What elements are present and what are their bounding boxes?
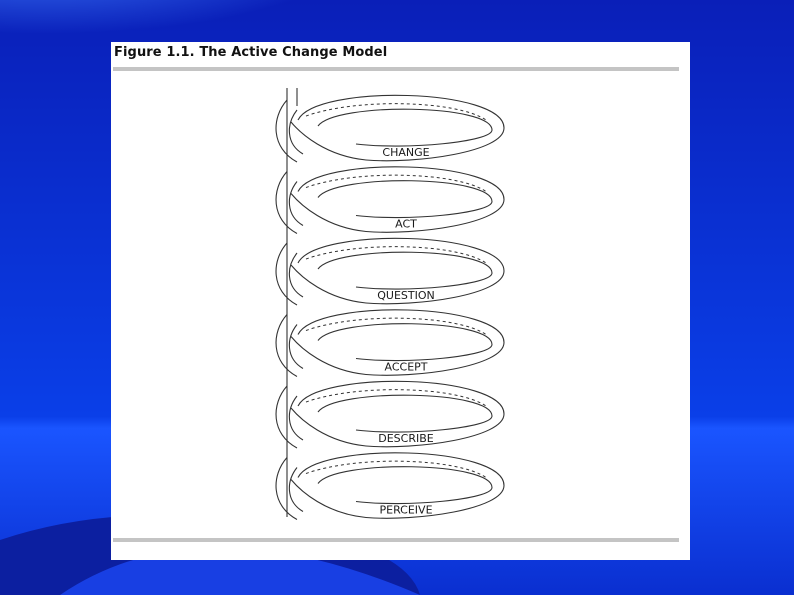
spiral-diagram: CHANGE ACT QUESTION ACCEPT DESCRIBE PERCEIVE bbox=[111, 42, 690, 560]
stage-label-accept: ACCEPT bbox=[385, 361, 428, 374]
stage-label-question: QUESTION bbox=[377, 289, 435, 302]
stage-label-describe: DESCRIBE bbox=[378, 432, 434, 445]
coil-ring-inner bbox=[318, 324, 492, 361]
stage-labels: CHANGE ACT QUESTION ACCEPT DESCRIBE PERCEIVE bbox=[377, 146, 435, 517]
coil-ring-inner bbox=[318, 395, 492, 432]
figure-panel: Figure 1.1. The Active Change Model CHAN… bbox=[111, 42, 690, 560]
stage-label-perceive: PERCEIVE bbox=[379, 504, 432, 517]
bottom-rule bbox=[113, 538, 679, 542]
coil-ring-inner bbox=[318, 467, 492, 504]
coil-ring-inner bbox=[318, 252, 492, 289]
stage-label-act: ACT bbox=[395, 218, 417, 231]
coil-ring-inner bbox=[318, 109, 492, 146]
stage-label-change: CHANGE bbox=[382, 146, 429, 159]
coil-ring-inner bbox=[318, 181, 492, 218]
